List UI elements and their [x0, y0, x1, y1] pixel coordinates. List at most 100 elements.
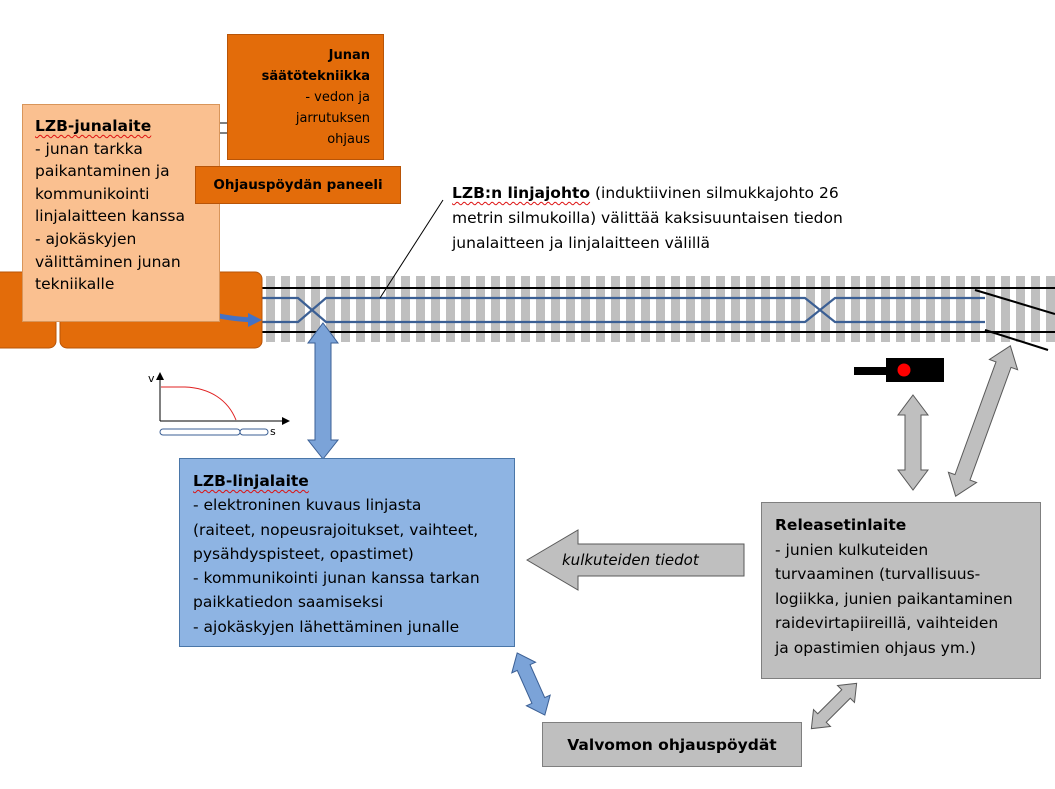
valvomon-ohjauspoydat-label: Valvomon ohjauspöydät — [567, 735, 777, 754]
sleeper — [401, 276, 410, 342]
kulkuteiden-arrow — [526, 529, 745, 591]
track-rails — [262, 287, 1055, 351]
sleeper — [821, 276, 830, 342]
sleeper — [686, 276, 695, 342]
sleeper — [1001, 276, 1010, 342]
lzb-junalaite-line: kommunikointi — [35, 184, 150, 203]
saatotekniikka-line: jarrutuksen — [295, 111, 370, 126]
linjajohto-line: metrin silmukoilla) välittää kaksisuunta… — [452, 209, 843, 227]
lzb-linjalaite-line: (raiteet, nopeusrajoitukset, vaihteet, — [193, 520, 479, 539]
lzb-junalaite-line: - ajokäskyjen — [35, 229, 137, 248]
sleeper — [626, 276, 635, 342]
sleeper — [491, 276, 500, 342]
linjajohto-line: (induktiivinen silmukkajohto 26 — [590, 184, 839, 202]
lzb-junalaite-title: LZB-junalaite — [35, 117, 152, 135]
valvomon-ohjauspoydat-box: Valvomon ohjauspöydät — [542, 722, 802, 767]
releasetinlaite-title: Releasetinlaite — [775, 516, 907, 534]
sleeper — [971, 276, 980, 342]
sleeper — [341, 276, 350, 342]
saatotekniikka-title: säätötekniikka — [261, 69, 370, 84]
releasetinlaite-box: Releasetinlaite - junien kulkuteiden tur… — [761, 502, 1041, 679]
releasetinlaite-line: turvaaminen (turvallisuus- — [775, 565, 981, 583]
sleeper — [986, 276, 995, 342]
sleeper — [716, 276, 725, 342]
releasetinlaite-line: - junien kulkuteiden — [775, 540, 929, 559]
lzb-junalaite-line: välittäminen junan — [35, 252, 181, 271]
sleeper — [671, 276, 680, 342]
junan-saatotekniikka-box: Junan säätötekniikka - vedon ja jarrutuk… — [227, 34, 384, 160]
linjajohto-description: LZB:n linjajohto (induktiivinen silmukka… — [452, 181, 843, 256]
sleeper — [596, 276, 605, 342]
sleeper — [851, 276, 860, 342]
releasetinlaite-line: raidevirtapiireillä, vaihteiden — [775, 614, 999, 632]
sleeper — [461, 276, 470, 342]
sleeper — [761, 276, 770, 342]
sleeper — [371, 276, 380, 342]
track-releaset-arrow — [947, 345, 1019, 497]
sleeper — [941, 276, 950, 342]
sleeper — [281, 276, 290, 342]
lzb-junalaite-line: paikantaminen ja — [35, 162, 170, 181]
saatotekniikka-line: ohjaus — [327, 132, 370, 147]
lzb-linjalaite-box: LZB-linjalaite - elektroninen kuvaus lin… — [179, 458, 515, 647]
sleeper — [836, 276, 845, 342]
sleeper — [1016, 276, 1025, 342]
lzb-linjalaite-line: paikkatiedon saamiseksi — [193, 593, 384, 612]
sleeper — [431, 276, 440, 342]
sleeper — [656, 276, 665, 342]
lzb-junalaite-line: linjalaitteen kanssa — [35, 207, 186, 226]
ohjauspoydan-paneeli-label: Ohjauspöydän paneeli — [213, 177, 383, 193]
track-sleepers — [266, 276, 1055, 342]
kulkuteiden-tiedot-label: kulkuteiden tiedot — [562, 551, 699, 569]
sleeper — [506, 276, 515, 342]
sleeper — [446, 276, 455, 342]
sleeper — [611, 276, 620, 342]
sleeper — [326, 276, 335, 342]
sleeper — [911, 276, 920, 342]
ohjauspoydan-paneeli-box: Ohjauspöydän paneeli — [195, 166, 401, 204]
sleeper — [641, 276, 650, 342]
sleeper — [266, 276, 275, 342]
releasetinlaite-line: logiikka, junien paikantaminen — [775, 589, 1013, 608]
linjajohto-title: LZB:n linjajohto — [452, 184, 591, 202]
sleeper — [296, 276, 305, 342]
lzb-linjalaite-line: - ajokäskyjen lähettäminen junalle — [193, 617, 460, 636]
sleeper — [731, 276, 740, 342]
sleeper — [701, 276, 710, 342]
sleeper — [356, 276, 365, 342]
lzb-linjalaite-line: pysähdyspisteet, opastimet) — [193, 544, 414, 563]
track-loop-cable — [262, 296, 985, 324]
sleeper — [776, 276, 785, 342]
sleeper — [311, 276, 320, 342]
sleeper — [926, 276, 935, 342]
sleeper — [881, 276, 890, 342]
sleeper — [521, 276, 530, 342]
linjalaite-valvomo-arrow — [511, 652, 551, 716]
linjajohto-line: junalaitteen ja linjalaitteen välillä — [452, 234, 710, 252]
linjajohto-callout-line — [379, 199, 444, 299]
sleeper — [476, 276, 485, 342]
lzb-junalaite-line: tekniikalle — [35, 275, 115, 294]
saatotekniikka-line: - vedon ja — [305, 90, 370, 105]
graph-ylabel: v — [148, 372, 155, 385]
signal — [854, 358, 944, 382]
valvomo-releaset-arrow — [810, 682, 858, 730]
sleeper — [551, 276, 560, 342]
sleeper — [746, 276, 755, 342]
track-linjalaite-arrow — [306, 322, 340, 460]
lzb-linjalaite-line: - kommunikointi junan kanssa tarkan — [193, 569, 480, 588]
graph-xlabel: s — [270, 425, 276, 438]
sleeper — [866, 276, 875, 342]
sleeper — [536, 276, 545, 342]
speed-distance-graph — [156, 372, 290, 436]
lzb-junalaite-line: - junan tarkka — [35, 139, 143, 158]
lzb-linjalaite-line: - elektroninen kuvaus linjasta — [193, 496, 422, 515]
sleeper — [956, 276, 965, 342]
saatotekniikka-title: Junan — [328, 48, 370, 63]
sleeper — [566, 276, 575, 342]
sleeper — [1046, 276, 1055, 342]
sleeper — [386, 276, 395, 342]
sleeper — [791, 276, 800, 342]
releasetinlaite-line: ja opastimien ohjaus ym.) — [775, 638, 976, 657]
lzb-junalaite-box: LZB-junalaite - junan tarkka paikantamin… — [22, 104, 220, 322]
